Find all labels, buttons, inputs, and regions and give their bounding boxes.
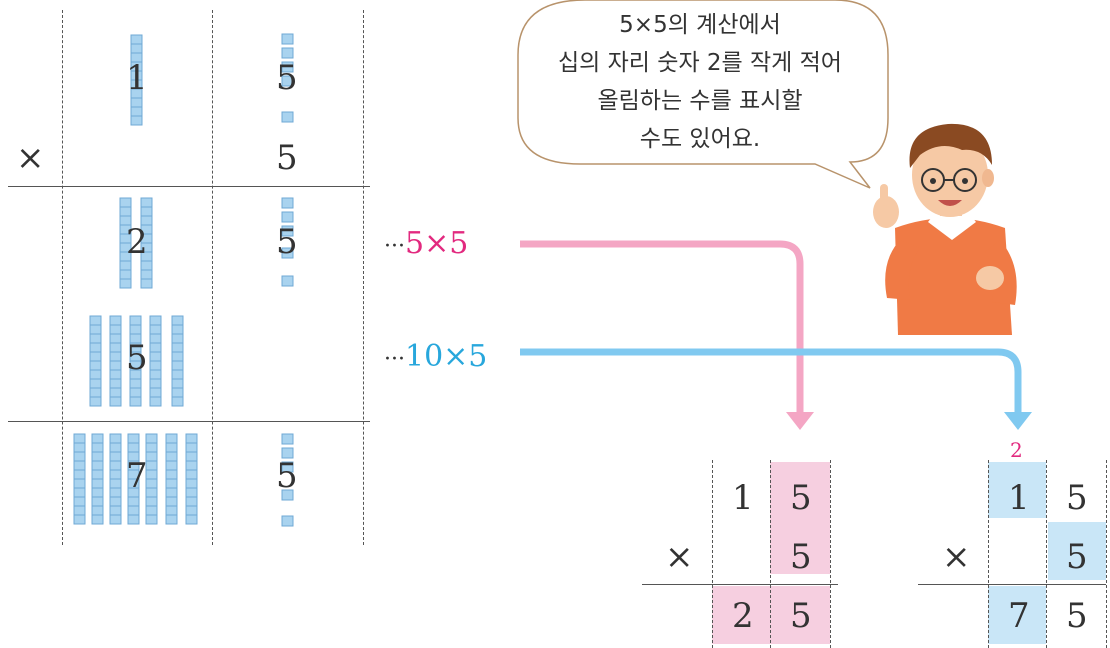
calc1-res-ones: 5	[790, 596, 812, 636]
ten-rods	[73, 34, 198, 525]
row3-tens: 2	[126, 222, 148, 262]
table-divider	[363, 10, 364, 545]
calc2-top-ones: 5	[1066, 478, 1088, 518]
blue-arrowhead-icon	[1004, 412, 1032, 430]
calc1-sign: ×	[665, 537, 694, 577]
unit-cubes	[281, 33, 294, 527]
ten-rod	[127, 433, 140, 525]
row3-ones: 5	[276, 222, 298, 262]
calc2-res-tens: 7	[1008, 596, 1030, 636]
column-divider	[988, 460, 989, 648]
table-divider	[62, 10, 63, 545]
ten-rod	[140, 197, 153, 289]
calc1-top-tens: 1	[732, 478, 754, 518]
unit-cube	[281, 61, 294, 73]
ten-rod	[91, 433, 104, 525]
ellipsis: ···	[384, 347, 405, 372]
unit-cube	[281, 47, 294, 59]
table-divider	[212, 10, 213, 545]
unit-cube	[281, 433, 294, 445]
ten-rod	[185, 433, 198, 525]
row4-tens: 5	[126, 338, 148, 378]
highlight-result-ones	[770, 586, 830, 644]
unit-cube	[281, 489, 294, 501]
highlight-ones-column	[770, 462, 830, 574]
row5-ones: 5	[276, 456, 298, 496]
calc1-top-ones: 5	[790, 478, 812, 518]
expr-10x5: 10×5	[404, 339, 488, 374]
ten-rod	[73, 433, 86, 525]
ten-rod	[109, 433, 122, 525]
pink-arrowhead-icon	[786, 412, 814, 430]
calc2-top-tens: 1	[1008, 478, 1030, 518]
calc2-sign: ×	[942, 537, 971, 577]
row2-sign: ×	[16, 138, 45, 178]
ten-rod	[130, 34, 143, 126]
annotation-5x5: ···5×5	[384, 226, 468, 261]
unit-cube	[281, 247, 294, 259]
unit-cube	[281, 33, 294, 45]
calc2-mid-ones: 5	[1066, 537, 1088, 577]
ten-rod	[145, 433, 158, 525]
ten-rod	[109, 315, 122, 407]
ten-rod	[119, 197, 132, 289]
unit-cube	[281, 275, 294, 287]
speech-line-1: 5×5의 계산에서	[619, 12, 781, 38]
table-rule	[8, 186, 370, 187]
result-rule	[918, 584, 1106, 585]
ten-rod	[165, 433, 178, 525]
column-divider	[1106, 460, 1107, 648]
unit-cube	[281, 515, 294, 527]
speech-line-3: 올림하는 수를 표시할	[597, 88, 803, 114]
calc2-res-ones: 5	[1066, 596, 1088, 636]
calc1-res-tens: 2	[732, 596, 754, 636]
table-rule	[8, 421, 370, 422]
unit-cube	[281, 461, 294, 473]
ten-rod	[89, 315, 102, 407]
highlight-result-tens	[712, 586, 770, 644]
highlight-top-tens	[988, 462, 1046, 518]
row1-tens: 1	[126, 58, 148, 98]
expr-5x5: 5×5	[404, 226, 469, 261]
calc1-mid-ones: 5	[790, 537, 812, 577]
ten-rod	[149, 315, 162, 407]
column-divider	[1046, 460, 1047, 648]
highlight-mid-ones	[1048, 522, 1106, 580]
unit-cube	[281, 225, 294, 237]
pink-path	[520, 240, 804, 412]
unit-cube	[281, 111, 294, 123]
row1-ones: 5	[276, 58, 298, 98]
speech-line-4: 수도 있어요.	[639, 126, 761, 152]
column-divider	[770, 460, 771, 648]
column-divider	[712, 460, 713, 648]
ellipsis: ···	[384, 234, 405, 259]
blue-path	[520, 348, 1022, 412]
unit-cube	[281, 75, 294, 87]
ten-rod	[171, 315, 184, 407]
unit-cube	[281, 197, 294, 209]
annotation-10x5: ···10×5	[384, 339, 487, 374]
unit-cube	[281, 447, 294, 459]
speech-line-2: 십의 자리 숫자 2를 작게 적어	[558, 50, 842, 76]
result-rule	[642, 584, 838, 585]
row5-tens: 7	[126, 456, 148, 496]
speech-text: 5×5의 계산에서 십의 자리 숫자 2를 작게 적어 올림하는 수를 표시할 …	[500, 6, 900, 158]
highlight-result-tens	[988, 586, 1046, 644]
row2-ones: 5	[276, 138, 298, 178]
carry-digit: 2	[1010, 438, 1023, 462]
ten-rod	[129, 315, 142, 407]
column-divider	[830, 460, 831, 648]
unit-cube	[281, 211, 294, 223]
